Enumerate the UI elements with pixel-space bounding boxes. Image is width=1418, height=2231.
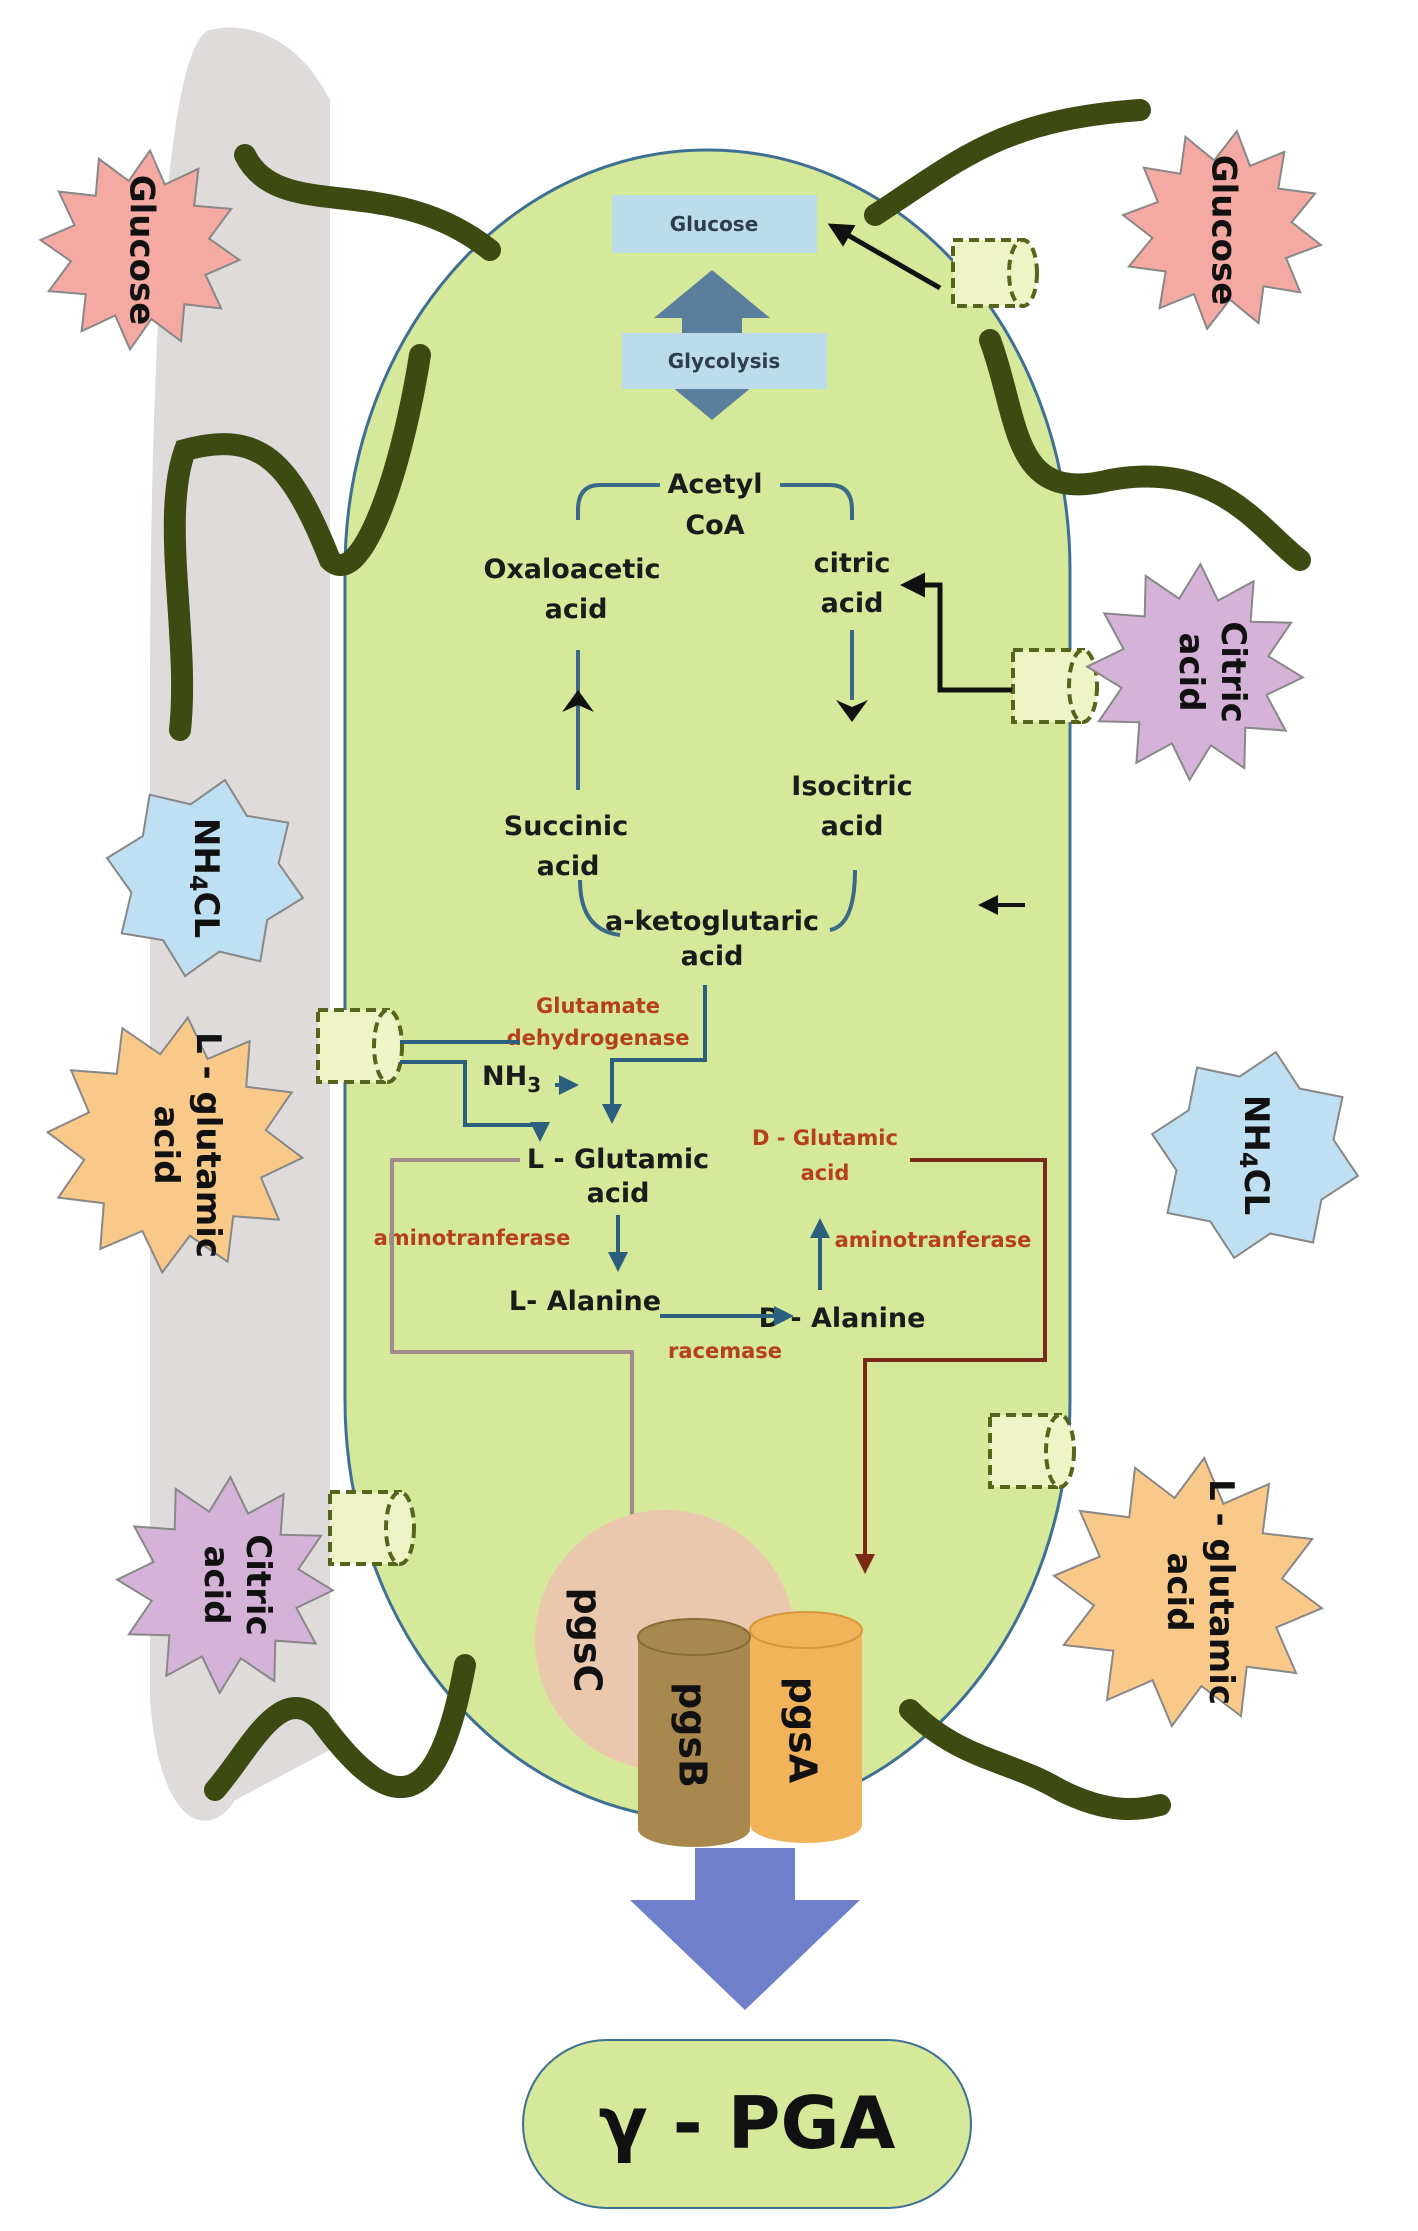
aminotransferase-right-label: aminotranferase	[835, 1228, 1032, 1252]
tca-arrows	[576, 630, 854, 790]
glutamate-dehydrogenase-line1: Glutamate	[536, 994, 660, 1018]
citric-right-line1: Citric	[1213, 621, 1253, 722]
flagellum-right-upper	[979, 329, 1311, 571]
glutamic-star-left: L - glutamic acid	[45, 1015, 305, 1275]
glutamic-star-right: L - glutamic acid	[1051, 1455, 1325, 1729]
flagellum-top-left	[234, 144, 501, 261]
glucose-star-left: Glucose	[38, 148, 242, 352]
transporter-top-right	[951, 238, 1039, 308]
glutamate-dehydrogenase-line2: dehydrogenase	[507, 1026, 690, 1050]
flagellum-top-right	[864, 99, 1151, 226]
glucose-star-right: Glucose	[1121, 129, 1323, 331]
isocitric-acid-line1: Isocitric	[791, 771, 912, 802]
nh3-label: NH3	[482, 1061, 541, 1097]
d-glutamic-to-complex-arrow	[855, 1158, 1047, 1574]
d-glutamic-acid-line1: D - Glutamic	[752, 1126, 898, 1150]
export-arrow	[630, 1848, 860, 2010]
citric-right-line2: acid	[1171, 632, 1211, 711]
arrow-to-oxaloacetic	[562, 690, 594, 712]
pga-product-label: γ - PGA	[599, 2081, 896, 2165]
glucose-left-label: Glucose	[122, 175, 162, 326]
succinic-acid-line2: acid	[537, 851, 600, 882]
citric-acid-line2: acid	[821, 588, 884, 619]
racemase-label: racemase	[668, 1339, 782, 1363]
glutamic-right-line2: acid	[1159, 1552, 1199, 1631]
glutamic-left-line1: L - glutamic	[188, 1032, 228, 1258]
l-alanine-label: L- Alanine	[509, 1286, 661, 1317]
pgsB-subunit	[637, 1618, 751, 1847]
pgsA-label: pgsA	[781, 1677, 825, 1784]
transporter-left-middle	[316, 1008, 404, 1084]
tca-cycle-lines	[576, 483, 857, 937]
ketoglutaric-acid-line2: acid	[681, 941, 744, 972]
citric-left-line1: Citric	[238, 1534, 278, 1635]
transporter-right-lower	[988, 1413, 1076, 1489]
glutamic-right-line1: L - glutamic	[1201, 1479, 1241, 1705]
glucose-box-label: Glucose	[670, 212, 759, 236]
citric-left-line2: acid	[196, 1545, 236, 1624]
transporter-left-lower	[328, 1490, 416, 1566]
glutamic-left-line2: acid	[146, 1105, 186, 1184]
ketoglutaric-acid-line1: a-ketoglutaric	[605, 906, 819, 937]
citric-uptake-arrow	[900, 572, 1012, 693]
flagellum-bottom-left	[204, 1654, 476, 1801]
glucose-box	[612, 195, 817, 253]
oxaloacetic-acid-line2: acid	[545, 594, 608, 625]
pga-product-pill	[522, 2039, 972, 2209]
glucose-uptake-arrow	[827, 223, 942, 291]
arrow-to-isocitric	[836, 700, 868, 722]
oxaloacetic-acid-line1: Oxaloacetic	[483, 554, 660, 585]
isocitric-acid-line2: acid	[821, 811, 884, 842]
acetyl-coa-line1: Acetyl	[668, 469, 763, 500]
l-glutamic-acid-line1: L - Glutamic	[527, 1144, 709, 1175]
acetyl-coa-line2: CoA	[685, 510, 744, 541]
glycolysis-box-label: Glycolysis	[668, 349, 780, 373]
flagellum-bottom-right	[899, 1699, 1171, 1821]
l-glutamic-acid-line2: acid	[587, 1178, 650, 1209]
nh4cl-star-left: NH4CL	[105, 778, 305, 978]
citric-star-right: Citric acid	[1085, 562, 1305, 782]
nh4cl-star-right: NH4CL	[1150, 1050, 1360, 1260]
citric-star-left: Citric acid	[115, 1475, 335, 1695]
pgsA-subunit	[749, 1611, 863, 1843]
nh4cl-left-label: NH4CL	[184, 818, 227, 938]
flagella	[163, 99, 1311, 1821]
d-glutamic-acid-line2: acid	[801, 1161, 850, 1185]
transporter-right-upper	[1011, 648, 1099, 724]
flagellum-left-upper	[163, 344, 431, 741]
glucose-right-label: Glucose	[1204, 155, 1244, 306]
succinic-acid-line1: Succinic	[504, 811, 628, 842]
transport-to-glutamic-arrow	[400, 1060, 550, 1142]
glycolysis-box	[622, 333, 827, 389]
citric-acid-line1: citric	[814, 548, 891, 579]
d-alanine-label: D - Alanine	[759, 1303, 926, 1334]
aminotransferase-left-label: aminotranferase	[374, 1226, 571, 1250]
nh4cl-right-label: NH4CL	[1234, 1095, 1277, 1215]
pgsB-label: pgsB	[671, 1682, 715, 1788]
ketoglutarate-to-glutamate-arrow	[602, 985, 707, 1124]
pgsC-label: pgsC	[566, 1588, 610, 1693]
